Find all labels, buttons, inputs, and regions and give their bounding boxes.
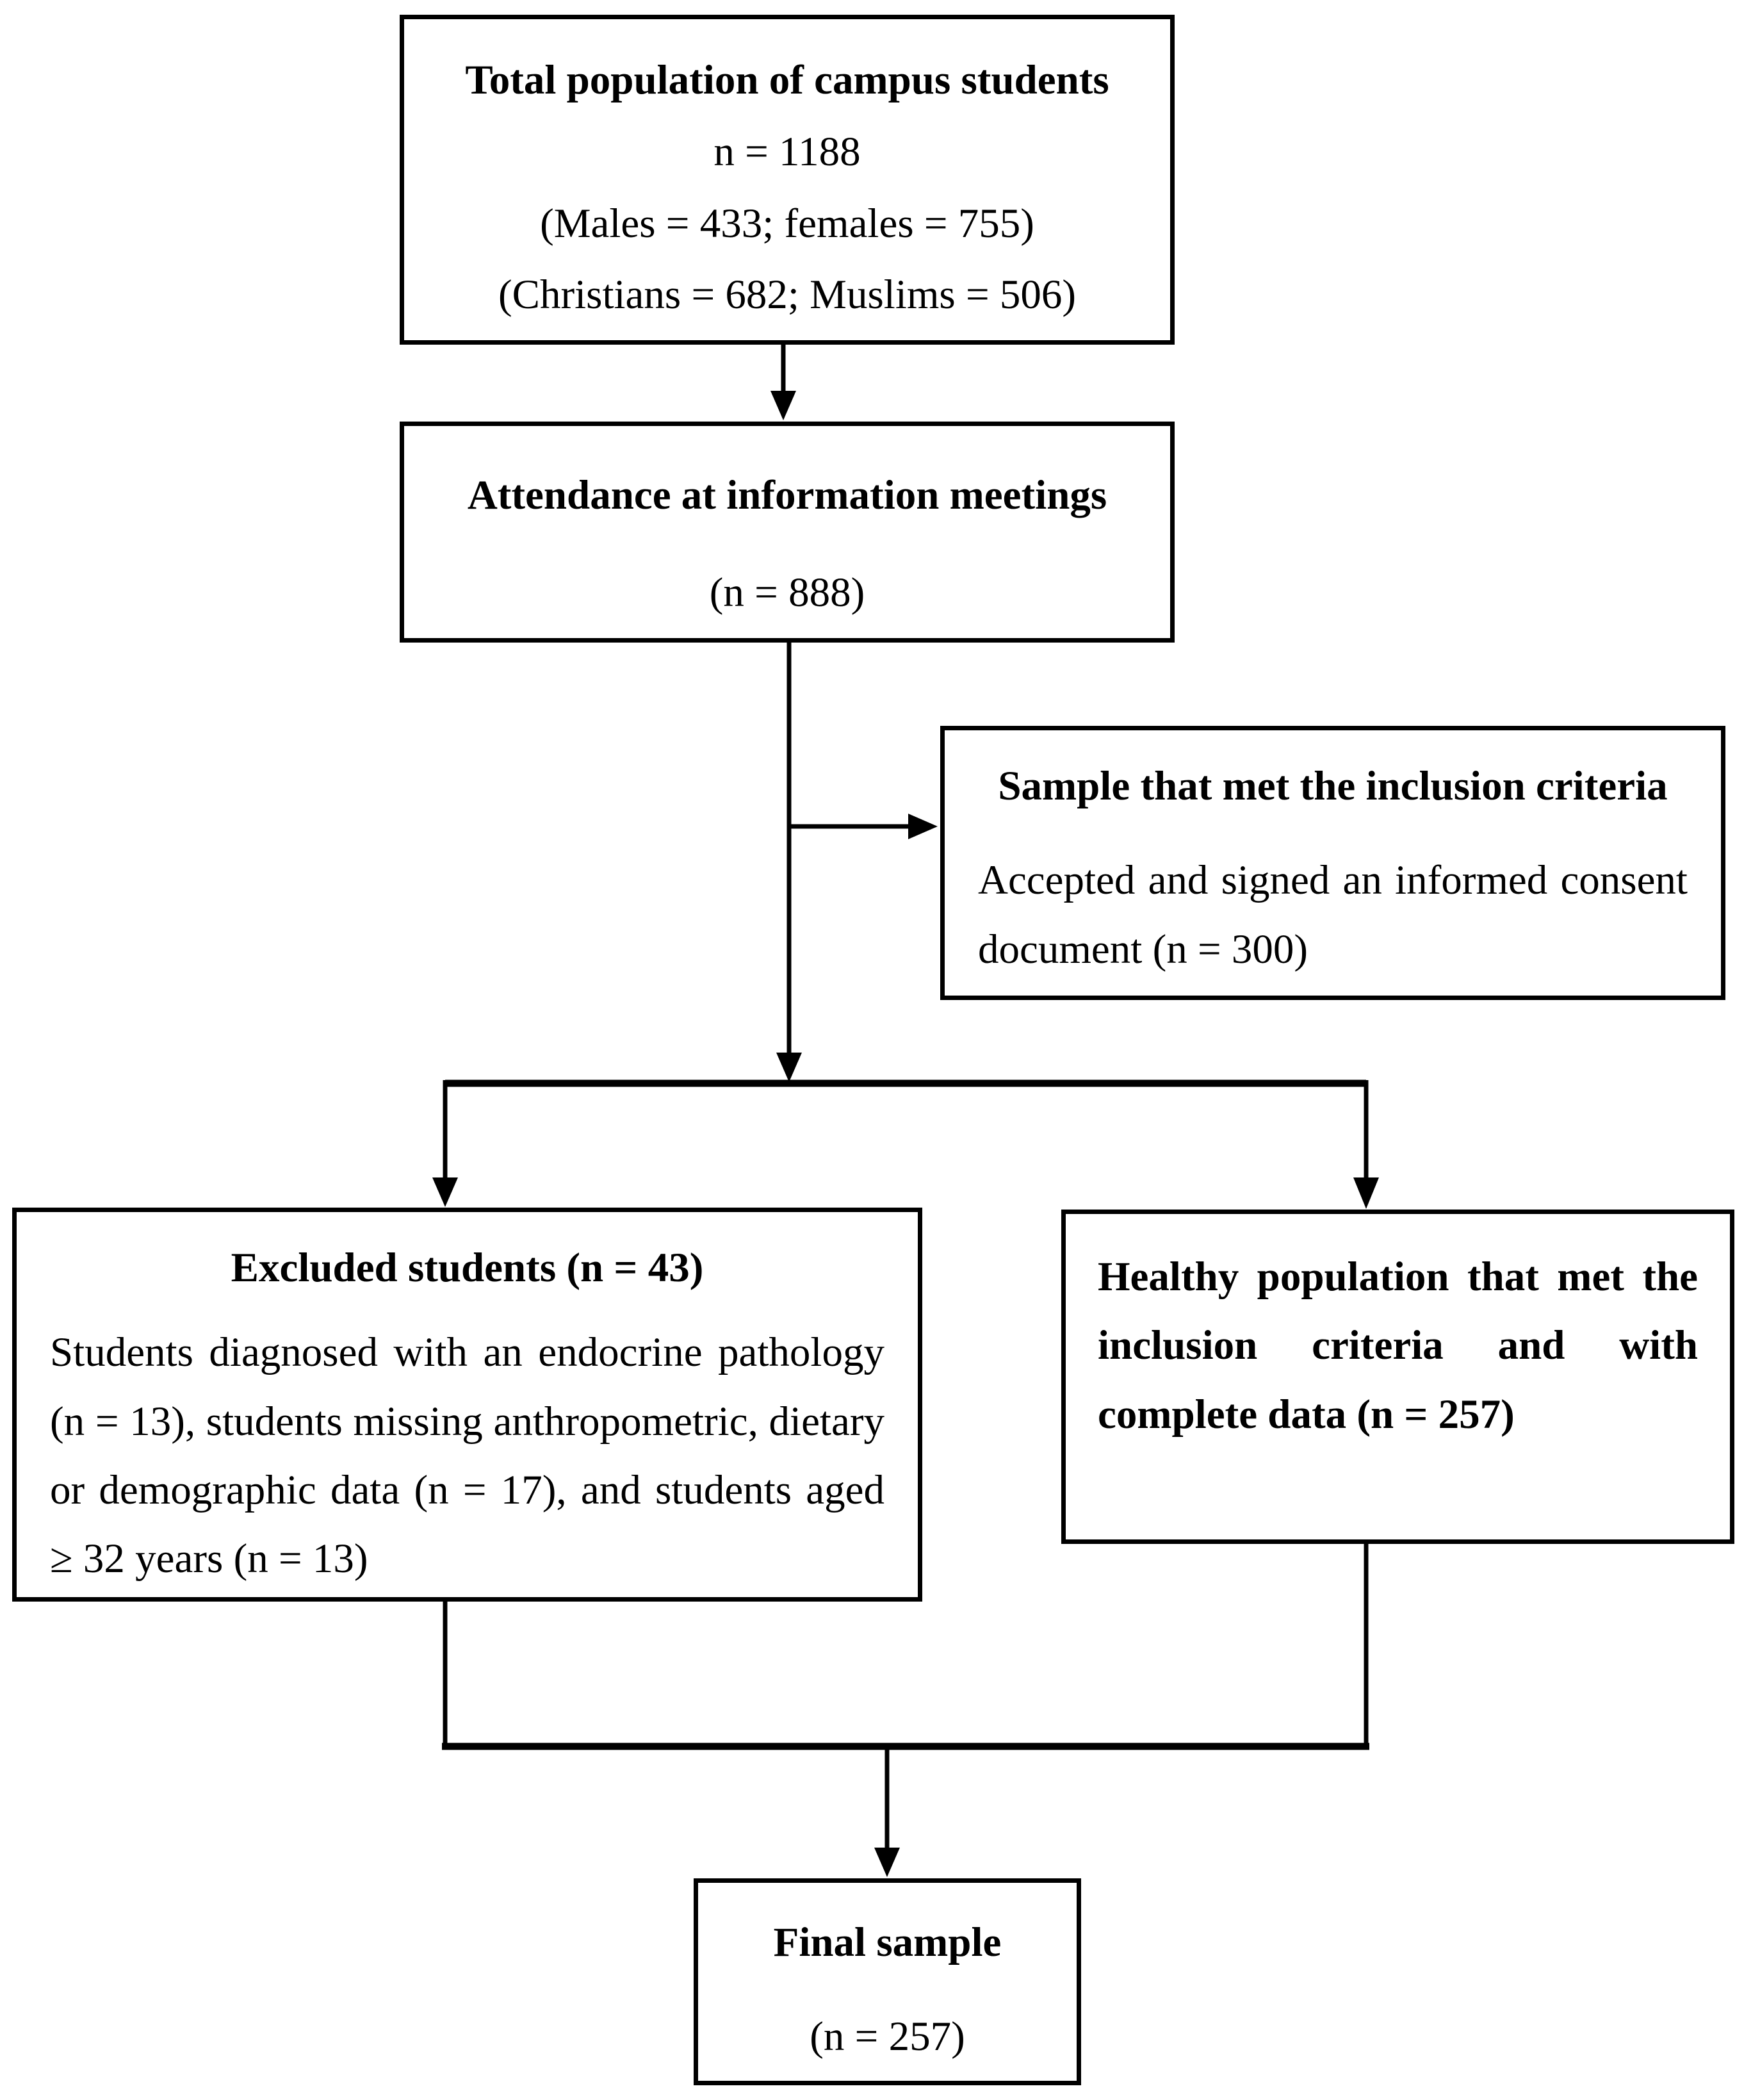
excluded-students-title: Excluded students (n = 43) bbox=[231, 1245, 704, 1291]
healthy-population-body: Healthy population that met the inclusio… bbox=[1098, 1254, 1698, 1438]
attendance-n: (n = 888) bbox=[709, 570, 865, 616]
box-final-sample: Final sample (n = 257) bbox=[694, 1878, 1081, 2085]
box-healthy-population: Healthy population that met the inclusio… bbox=[1061, 1210, 1734, 1544]
total-population-religion-split: (Christians = 682; Muslims = 506) bbox=[498, 272, 1077, 318]
box-total-population: Total population of campus students n = … bbox=[400, 15, 1175, 345]
total-population-n: n = 1188 bbox=[713, 128, 861, 175]
box-sample-inclusion: Sample that met the inclusion criteria A… bbox=[940, 726, 1725, 1000]
box-excluded-students: Excluded students (n = 43) Students diag… bbox=[12, 1208, 922, 1602]
arrow-split-to-healthy bbox=[1353, 1080, 1379, 1209]
total-population-title: Total population of campus students bbox=[465, 57, 1109, 103]
total-population-sex-split: (Males = 433; females = 755) bbox=[540, 200, 1034, 247]
excluded-students-body: Students diagnosed with an endocrine pat… bbox=[50, 1329, 884, 1582]
arrow-total-to-attendance bbox=[770, 345, 796, 420]
arrow-attendance-to-split bbox=[776, 643, 802, 1082]
sample-inclusion-body: Accepted and signed an informed consent … bbox=[978, 857, 1688, 972]
box-attendance: Attendance at information meetings (n = … bbox=[400, 422, 1175, 643]
final-sample-title: Final sample bbox=[773, 1919, 1002, 1965]
final-sample-n: (n = 257) bbox=[810, 2014, 965, 2060]
arrow-split-to-excluded bbox=[432, 1080, 458, 1207]
sample-inclusion-title: Sample that met the inclusion criteria bbox=[998, 763, 1668, 809]
arrow-branch-to-sample bbox=[789, 814, 938, 839]
arrow-join-to-final bbox=[874, 1746, 900, 1877]
attendance-title: Attendance at information meetings bbox=[467, 472, 1107, 518]
